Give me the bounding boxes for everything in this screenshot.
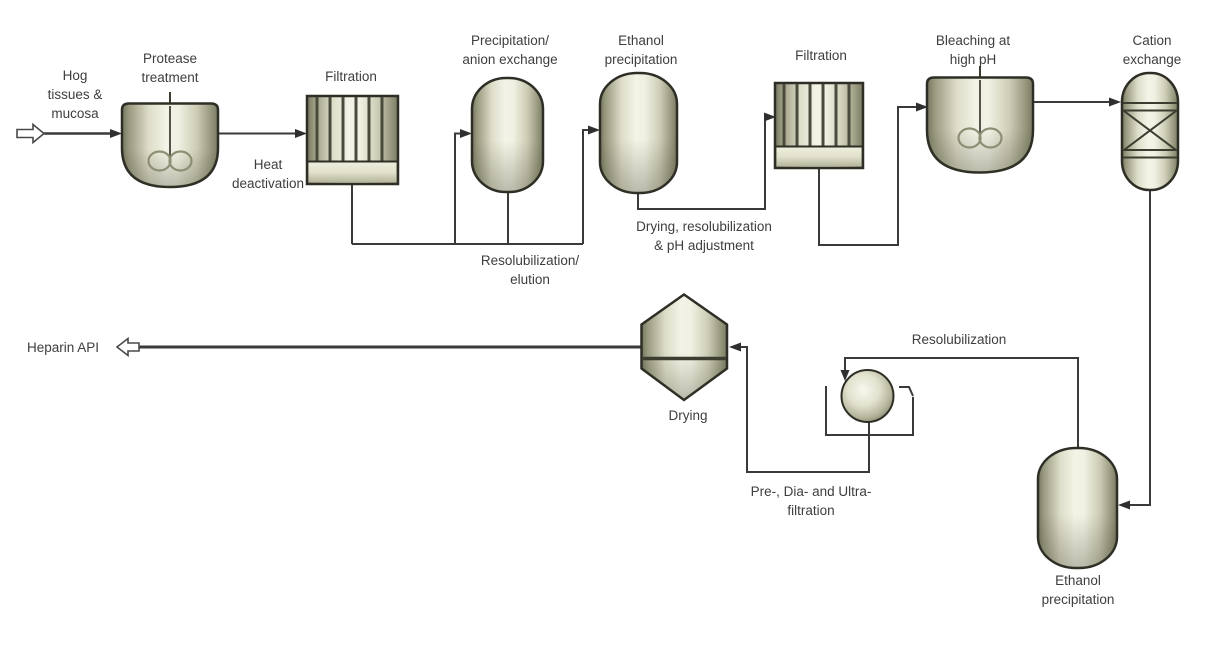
protease-treatment-vessel [120, 92, 220, 189]
arrowhead [588, 125, 600, 135]
ethanol-precipitation-2-vessel [1036, 446, 1119, 570]
packing-marks [1123, 102, 1177, 159]
dryer-shading [641, 294, 727, 400]
label-bleaching-high-ph: Bleaching at high pH [935, 33, 1011, 67]
drying-unit [640, 292, 729, 402]
label-pre-dia-ultrafiltration: Pre-, Dia- and Ultra- filtration [750, 484, 872, 518]
pipe-up-to-precipitation [454, 132, 462, 244]
loop-tick [899, 386, 914, 397]
arrowhead [110, 129, 122, 138]
impeller-icon [168, 150, 193, 172]
vessel-shading [600, 73, 677, 193]
label-protease-treatment: Protease treatment [141, 51, 199, 85]
label-filtration-2: Filtration [795, 48, 847, 63]
circulation-loop [825, 386, 914, 436]
label-heparin-api: Heparin API [27, 340, 100, 355]
arrowhead [764, 112, 776, 122]
label-hog-input: Hog tissues & mucosa [47, 68, 103, 121]
arrowhead [295, 129, 307, 138]
arrowhead [1118, 500, 1130, 510]
filter-plates [315, 97, 384, 161]
label-resolubilization: Resolubilization [911, 332, 1007, 347]
filtration-1-unit [305, 94, 400, 186]
pipes [44, 101, 1151, 506]
arrowhead [729, 342, 741, 352]
filter-plates [782, 84, 851, 146]
arrowhead [460, 129, 472, 138]
pipe-up-to-ethanol1 [582, 129, 590, 244]
filter-base [308, 162, 397, 183]
label-drying-resolubilization: Drying, resolubilization & pH adjustment [636, 219, 772, 253]
label-ethanol-precipitation-2: Ethanol precipitation [1041, 573, 1115, 607]
label-cation-exchange: Cation exchange [1122, 33, 1182, 67]
filter-base [776, 147, 862, 167]
pump-sphere [840, 369, 895, 423]
product-stream-arrow-icon [115, 336, 140, 358]
arrowheads [110, 97, 1130, 510]
ethanol-precipitation-1-vessel [598, 71, 679, 195]
arrowhead [1109, 97, 1121, 107]
label-drying: Drying [668, 408, 708, 423]
label-ethanol-precipitation-1: Ethanol precipitation [604, 33, 678, 67]
cation-exchange-column [1120, 71, 1180, 192]
pipe-cation-to-ethanol2 [1130, 190, 1151, 506]
pipe-ultrafiltration-to-drying [741, 346, 870, 473]
precipitation-anion-exchange-vessel [470, 76, 545, 194]
arrowhead [916, 102, 928, 112]
pipe-ethanol2-to-ultrafiltration [844, 357, 1079, 448]
label-resolubilization-elution: Resolubilization/ elution [480, 253, 580, 287]
filtration-2-unit [773, 81, 865, 170]
arrowhead [840, 370, 850, 381]
impeller-icon [978, 127, 1003, 149]
bleaching-vessel [925, 66, 1035, 174]
vessel-shading [472, 78, 543, 192]
vessel-shading [1038, 448, 1117, 568]
label-filtration-1: Filtration [325, 69, 377, 84]
pipe-filtration2-to-bleaching [818, 106, 917, 246]
ultrafiltration-unit [825, 369, 914, 436]
feed-stream-arrow-icon [16, 122, 46, 145]
label-heat-deactivation: Heat deactivation [231, 157, 305, 191]
label-precipitation-anion: Precipitation/ anion exchange [462, 33, 558, 67]
